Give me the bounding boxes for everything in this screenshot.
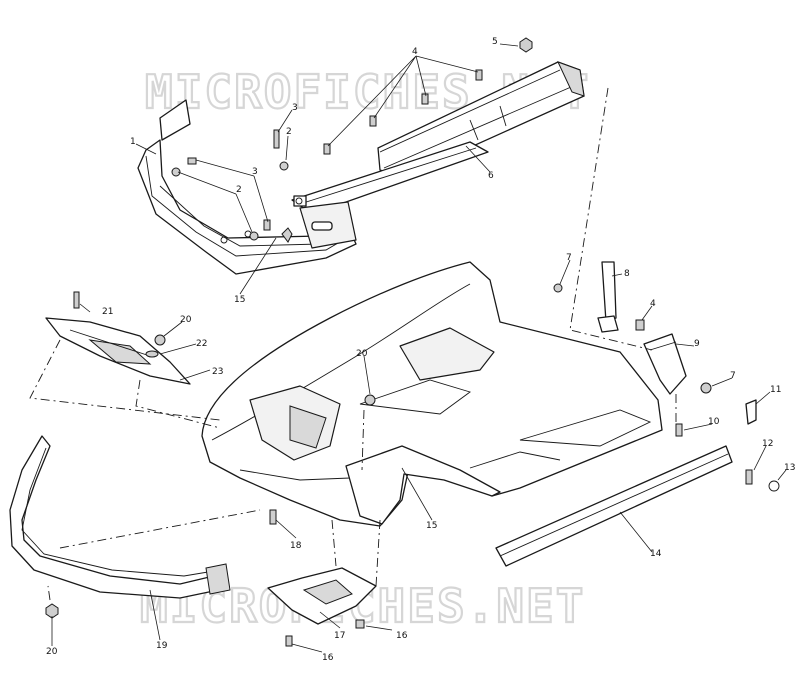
callout-21: 21 [102, 307, 113, 317]
callout-23: 23 [212, 367, 223, 377]
bracket-part-9 [643, 333, 687, 395]
callout-15b: 15 [426, 521, 437, 531]
callout-3b: 3 [252, 167, 258, 177]
front-frame-part-1 [137, 99, 357, 275]
callout-8: 8 [624, 269, 630, 279]
callout-2b: 2 [286, 127, 292, 137]
callout-22: 22 [196, 339, 207, 349]
callout-labels: 1 2 2 3 3 4 4 5 6 7 7 8 9 10 11 12 13 14… [46, 37, 795, 663]
callout-16b: 16 [322, 653, 334, 663]
callout-10: 10 [708, 417, 720, 427]
callout-6: 6 [488, 171, 494, 181]
callout-20a: 20 [180, 315, 192, 325]
callout-11: 11 [770, 385, 781, 395]
callout-2a: 2 [236, 185, 242, 195]
leader-lines [51, 43, 787, 653]
side-bracket-part-23 [45, 317, 191, 385]
callout-4b: 4 [650, 299, 656, 309]
clip-part-11 [745, 399, 757, 425]
callout-12: 12 [762, 439, 773, 449]
front-bumper-part-19 [9, 435, 231, 599]
hardware [45, 37, 780, 647]
callout-5: 5 [492, 37, 498, 47]
callout-4a: 4 [412, 47, 418, 57]
callout-16a: 16 [396, 631, 408, 641]
callout-9: 9 [694, 339, 700, 349]
callout-17: 17 [334, 631, 345, 641]
callout-7b: 7 [730, 371, 736, 381]
skid-plate-part-17 [267, 567, 377, 625]
callout-20c: 20 [46, 647, 58, 657]
callout-15a: 15 [234, 295, 245, 305]
callout-3a: 3 [292, 103, 298, 113]
callout-19: 19 [156, 641, 168, 651]
callout-13: 13 [784, 463, 795, 473]
upper-rail-part-6 [377, 61, 585, 179]
stay-rod-part-8 [597, 261, 619, 333]
callout-18: 18 [290, 541, 302, 551]
callout-20b: 20 [356, 349, 368, 359]
main-chassis-panel [201, 261, 663, 527]
callout-7a: 7 [566, 253, 572, 263]
lower-bar-part-14 [495, 445, 733, 567]
callout-14: 14 [650, 549, 662, 559]
callout-1: 1 [130, 137, 136, 147]
assembly-lines [29, 87, 677, 601]
